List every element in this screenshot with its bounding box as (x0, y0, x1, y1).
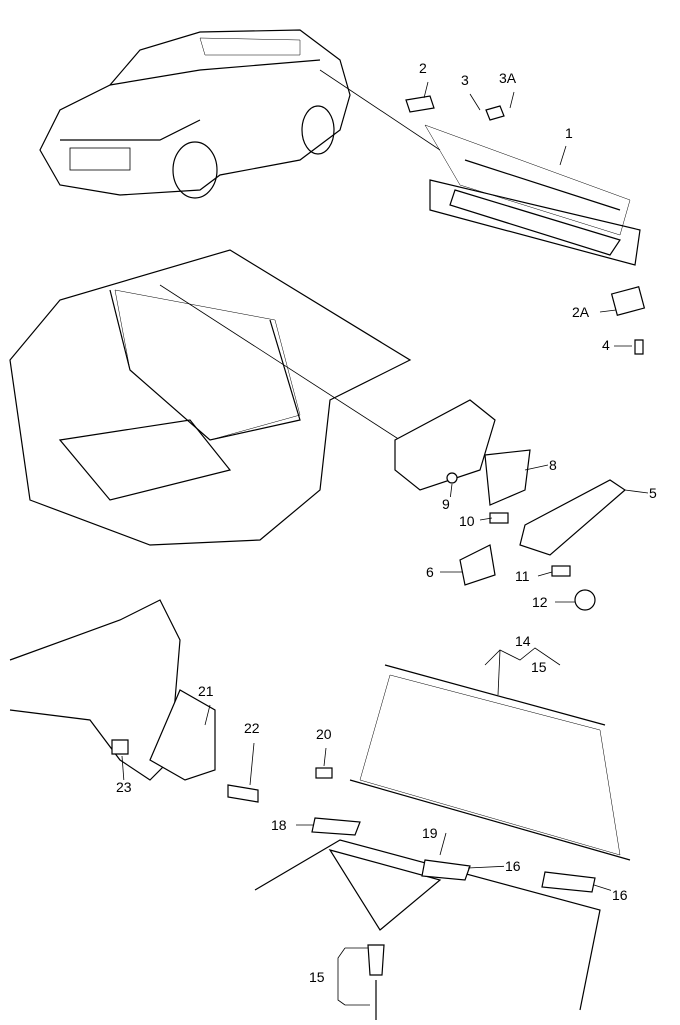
callout-15-bottom: 15 (308, 969, 326, 985)
callout-4: 4 (601, 337, 611, 353)
callout-2A: 2A (571, 304, 591, 320)
callout-16-right: 16 (611, 887, 629, 903)
callout-3: 3 (460, 72, 470, 88)
leader-lines (121, 81, 649, 1006)
callout-18: 18 (270, 817, 288, 833)
callout-2: 2 (418, 60, 428, 76)
mounting-bracket-parts (394, 399, 626, 611)
parcel-shelf-assembly (405, 95, 646, 355)
cargo-area-illustration (9, 249, 412, 546)
callout-11: 11 (514, 568, 531, 584)
callout-16-middle: 16 (504, 858, 522, 874)
callout-20: 20 (315, 726, 333, 742)
callout-5: 5 (648, 485, 658, 501)
callout-23: 23 (115, 779, 133, 795)
callout-21: 21 (197, 683, 215, 699)
callout-12: 12 (531, 594, 549, 610)
callout-19: 19 (421, 825, 439, 841)
callout-1: 1 (564, 125, 574, 141)
callout-3A: 3A (498, 70, 518, 86)
callout-8: 8 (548, 457, 558, 473)
car-overview-illustration (39, 29, 441, 199)
pillar-bracket-illustration (9, 599, 259, 803)
net-partition-assembly (254, 664, 631, 1020)
callout-15-top: 15 (530, 659, 548, 675)
callout-10: 10 (458, 513, 476, 529)
callout-6: 6 (425, 564, 435, 580)
callout-14: 14 (514, 633, 532, 649)
callout-9: 9 (441, 496, 451, 512)
callout-22: 22 (243, 720, 261, 736)
